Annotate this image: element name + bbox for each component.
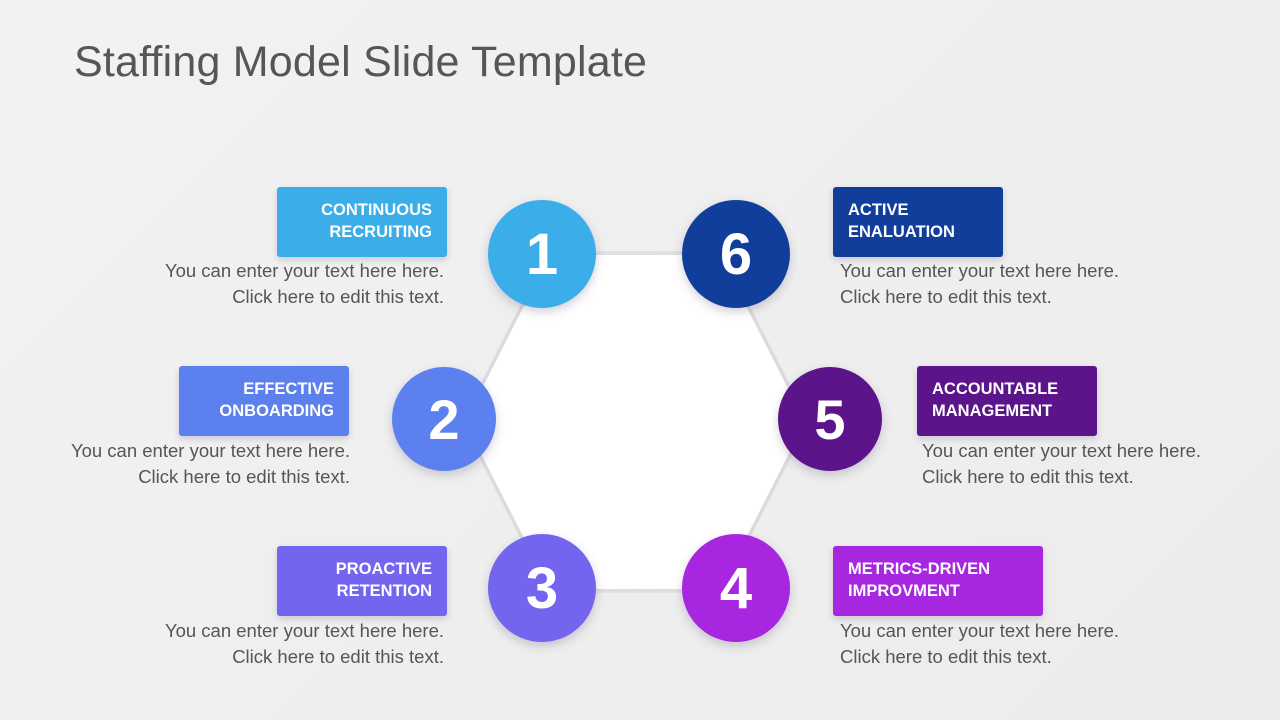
step-number-2: 2 [428, 387, 460, 451]
step-body-3[interactable]: You can enter your text here here. Click… [164, 620, 444, 667]
step-circle-6[interactable]: 6 [682, 200, 790, 308]
step-circle-4[interactable]: 4 [682, 534, 790, 642]
step-body-4[interactable]: You can enter your text here here. Click… [840, 620, 1120, 667]
step-circle-2[interactable]: 2 [392, 367, 496, 471]
page-title: Staffing Model Slide Template [74, 38, 648, 86]
step-body-5[interactable]: You can enter your text here here. Click… [922, 440, 1202, 487]
step-number-5: 5 [814, 387, 846, 451]
step-label-2[interactable]: EFFECTIVE ONBOARDING [179, 366, 349, 436]
step-label-4[interactable]: METRICS-DRIVEN IMPROVMENT [833, 546, 1043, 616]
step-number-3: 3 [525, 555, 559, 621]
step-body-6[interactable]: You can enter your text here here. Click… [840, 260, 1120, 307]
step-label-5[interactable]: ACCOUNTABLE MANAGEMENT [917, 366, 1097, 436]
step-number-6: 6 [719, 221, 753, 287]
step-circle-5[interactable]: 5 [778, 367, 882, 471]
step-number-4: 4 [719, 555, 753, 621]
step-label-3[interactable]: PROACTIVE RETENTION [277, 546, 447, 616]
step-body-1[interactable]: You can enter your text here here. Click… [164, 260, 444, 307]
step-number-1: 1 [525, 221, 559, 287]
step-label-6[interactable]: ACTIVE ENALUATION [833, 187, 1003, 257]
step-label-1[interactable]: CONTINUOUS RECRUITING [277, 187, 447, 257]
step-circle-1[interactable]: 1 [488, 200, 596, 308]
step-circle-3[interactable]: 3 [488, 534, 596, 642]
step-body-2[interactable]: You can enter your text here here. Click… [70, 440, 350, 487]
